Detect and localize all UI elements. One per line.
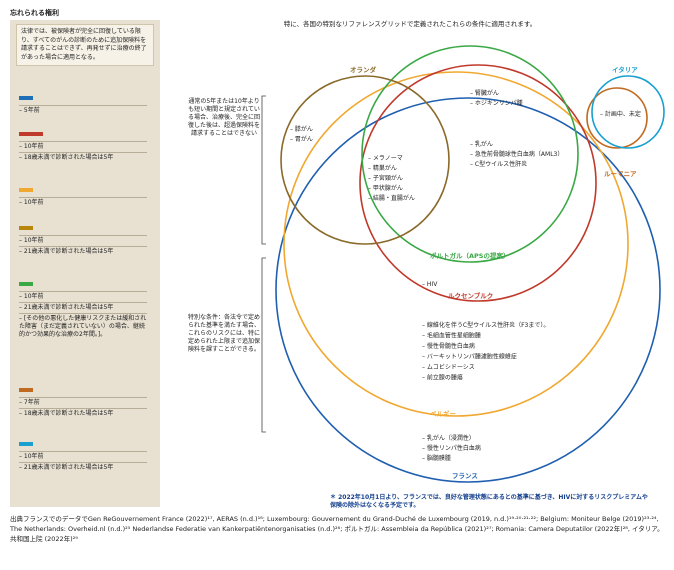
lower-bracket (261, 257, 266, 433)
diagram-item-netherlands-only: – 胃がん (290, 135, 313, 143)
sidebar-intro: 法律では、被保険者が完全に回復している限り、すべてのがんの診断のために追加保険料… (16, 24, 154, 66)
diagram-item-france-mid: – 線維化を伴うC型ウイルス性肝炎（F3まで）。 (422, 321, 549, 329)
diagram-item-core: – 甲状腺がん (368, 184, 403, 192)
sidebar-rule-item: – 7年前 (19, 399, 40, 406)
diagram-item-netherlands-only: – 膵がん (290, 125, 313, 133)
sidebar-divider (19, 451, 147, 452)
sidebar-rule-item: – 18歳未満で診断された場合は5年 (19, 154, 114, 161)
diagram-item-france-low: – 乳がん（浸潤性） (422, 434, 475, 442)
circle-portugal (361, 45, 579, 263)
sidebar-group-swatch (19, 188, 33, 192)
label-luxembourg: ルクセンブルク (448, 291, 493, 300)
sidebar-rule-item: – 21歳未満で診断された場合は5年 (19, 248, 114, 255)
circle-luxembourg (359, 64, 597, 302)
circle-romania (586, 87, 648, 149)
sidebar-rule-item: – 10年前 (19, 143, 44, 150)
diagram-item-middle: – 乳がん (470, 140, 493, 148)
diagram-item-core: – メラノーマ (368, 155, 403, 162)
sidebar-group-swatch (19, 132, 43, 136)
top-heading: 特に、各国の特別なリファレンスグリッドで定義されたこれらの条件に適用されます。 (283, 20, 537, 28)
sidebar-group-swatch (19, 96, 33, 100)
diagram-item-luxembourg-top: – ホジキンリンパ腫 (470, 99, 523, 107)
diagram-item-france-mid: – 毛細血管性星細胞腫 (422, 332, 481, 340)
sidebar-rule-item: – 21歳未満で診断された場合は5年 (19, 464, 114, 471)
diagram-item-luxembourg-top: – 腎臓がん (470, 89, 499, 97)
sidebar-divider (19, 105, 147, 106)
label-netherlands: オランダ (350, 65, 377, 74)
diagram-item-core: – 結腸・直腸がん (368, 194, 415, 202)
diagram-item-middle: – 急性前骨髄球性白血病（AML3） (470, 150, 563, 158)
sidebar-rule-item: – 18歳未満で診断された場合は5年 (19, 410, 114, 417)
circle-netherlands (280, 75, 450, 245)
sidebar-group-swatch (19, 226, 33, 230)
label-belgium: ベルギー (430, 409, 456, 418)
sidebar-divider (19, 291, 147, 292)
sidebar-group-swatch (19, 442, 33, 446)
sidebar-group-swatch (19, 388, 33, 392)
sidebar-divider (19, 197, 147, 198)
diagram-item-france-mid: – 慢性骨髄性白血病 (422, 342, 475, 350)
upper-note: 通常の5年または10年よりも短い期間と規定されている場合、治療後、完全に回復した… (188, 98, 261, 137)
diagram-item-core: – 子宮頸がん (368, 174, 403, 182)
label-romania: ルーマニア (604, 170, 637, 178)
source-citation: 出典フランスでのデータでGen ReGouvernement France (2… (10, 515, 664, 543)
circle-france (275, 97, 661, 483)
sidebar-rule-item: – 10年前 (19, 199, 44, 206)
sidebar-rule-item: – 10年前 (19, 237, 44, 244)
diagram-item-france-low: – 慢性リンパ性白血病 (422, 444, 481, 452)
sidebar-rule-item: – 10年前 (19, 453, 44, 460)
sidebar-divider (19, 313, 147, 314)
sidebar-rule-item: – 5年前 (19, 107, 40, 114)
sidebar-divider (19, 397, 147, 398)
upper-bracket (261, 95, 266, 245)
sidebar-rule-item: – [その他の悪化した健康リスクまたは緩和された障害（まだ定義されていない）の場… (19, 315, 147, 338)
label-france: フランス (452, 472, 478, 480)
page-title: 忘れられる権利 (10, 9, 59, 17)
sidebar-divider (19, 408, 147, 409)
circle-belgium (283, 71, 629, 417)
circle-italy (591, 75, 665, 149)
diagram-item-france-low: – 脳髄膜腫 (422, 454, 451, 462)
lower-note: 特別な条件：各法令で定められた基準を満たす場合、これらのリスクには、特に定められ… (188, 314, 261, 353)
diagram-item-france-mid: – ムコビシドーシス (422, 363, 475, 371)
sidebar-panel: 法律では、被保険者が完全に回復している限り、すべてのがんの診断のために追加保険料… (10, 20, 160, 507)
sidebar-divider (19, 302, 147, 303)
label-italy: イタリア (612, 65, 638, 74)
diagram-item-france-mid: – 前立腺の腫瘍 (422, 374, 463, 382)
diagram-item-france-mid: – バーキットリンパ腫濾胞性線維症 (422, 353, 517, 361)
sidebar-divider (19, 235, 147, 236)
diagram-item-core: – 精巣がん (368, 164, 397, 172)
diagram-item-middle: – C型ウイルス性肝炎 (470, 160, 527, 168)
sidebar-divider (19, 152, 147, 153)
sidebar-rule-item: – 21歳未満で診断された場合は5年 (19, 304, 114, 311)
sidebar-divider (19, 141, 147, 142)
sidebar-divider (19, 462, 147, 463)
sidebar-group-swatch (19, 282, 33, 286)
sidebar-rule-item: – 10年前 (19, 293, 44, 300)
footnote: ＊ 2022年10月1日より、フランスでは、良好な管理状態にあるとの基準に基づき… (330, 494, 648, 509)
diagram-item-hiv: – HIV (422, 281, 438, 288)
diagram-item-italy: – 計画中、未定 (600, 110, 641, 118)
label-portugal: ポルトガル（APSの提案） (430, 251, 509, 260)
sidebar-divider (19, 246, 147, 247)
